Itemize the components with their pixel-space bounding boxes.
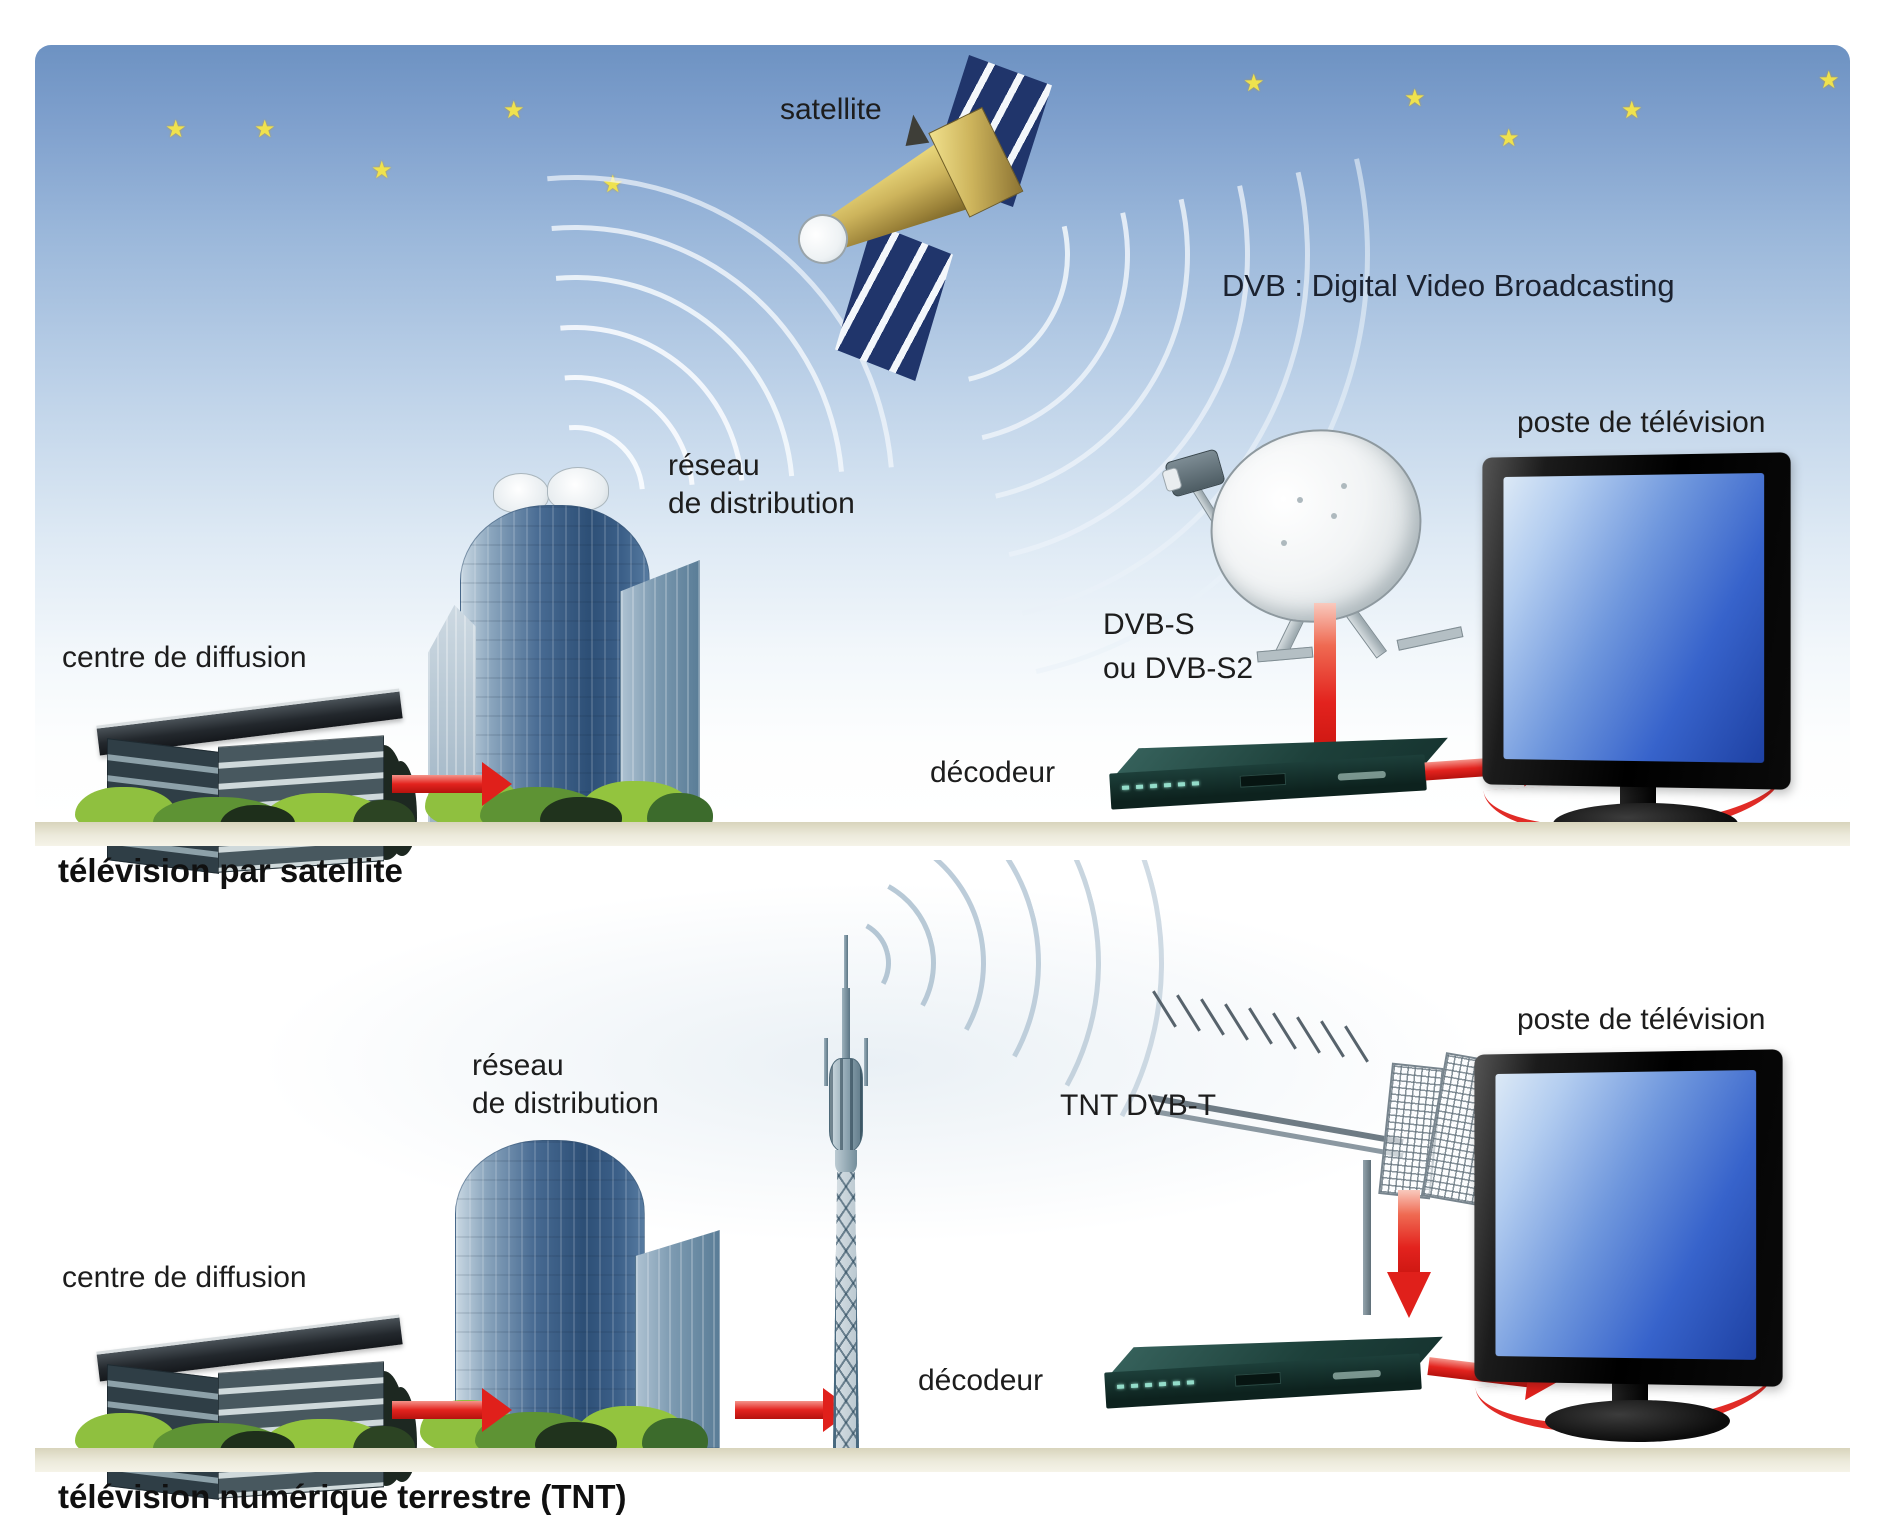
antenna-standard-label: TNT DVB-T xyxy=(1060,1089,1217,1122)
ground-strip xyxy=(35,1448,1850,1472)
tv-screen xyxy=(1495,1069,1757,1360)
arrow-center-to-network-icon xyxy=(392,762,512,806)
broadcast-center-label: centre de diffusion xyxy=(62,1261,307,1294)
ground-strip xyxy=(35,822,1850,846)
tv-screen xyxy=(1503,472,1765,763)
star-icon: ★ xyxy=(1243,70,1265,97)
network-label-line1: réseau xyxy=(472,1049,564,1082)
star-icon: ★ xyxy=(1818,67,1840,94)
arrow-center-to-network-icon xyxy=(392,1388,512,1432)
satellite-label: satellite xyxy=(780,93,882,126)
broadcast-center-label: centre de diffusion xyxy=(62,641,307,674)
terrestrial-panel: réseau de distribution centre de diffusi… xyxy=(35,860,1850,1536)
satellite-panel: ★ ★ ★ ★ ★ ★ ★ ★ ★ ★ xyxy=(35,45,1850,905)
decoder-label: décodeur xyxy=(918,1364,1044,1397)
star-icon: ★ xyxy=(371,157,393,184)
star-icon: ★ xyxy=(165,116,187,143)
dish-standard-line2: ou DVB-S2 xyxy=(1103,652,1254,685)
star-icon: ★ xyxy=(1404,85,1426,112)
decoder-box xyxy=(1104,1336,1445,1412)
star-icon: ★ xyxy=(1498,125,1520,152)
star-icon: ★ xyxy=(602,171,624,198)
decoder-box xyxy=(1109,737,1450,813)
rooftop-dish-icon xyxy=(547,467,609,511)
dish-standard-line1: DVB-S xyxy=(1103,608,1195,641)
tv-label: poste de télévision xyxy=(1517,406,1766,439)
tv-label: poste de télévision xyxy=(1517,1003,1766,1036)
network-label-line2: de distribution xyxy=(668,487,855,520)
star-icon: ★ xyxy=(503,97,525,124)
network-label-line2: de distribution xyxy=(472,1087,659,1120)
tv-set xyxy=(1470,1049,1800,1462)
arrow-antenna-to-decoder-icon xyxy=(1387,1190,1431,1318)
terrestrial-panel-caption: télévision numérique terrestre (TNT) xyxy=(58,1478,627,1515)
star-icon: ★ xyxy=(1621,97,1643,124)
tv-set xyxy=(1478,452,1808,865)
network-label-line1: réseau xyxy=(668,449,760,482)
decoder-label: décodeur xyxy=(930,756,1056,789)
star-icon: ★ xyxy=(254,116,276,143)
dvb-heading: DVB : Digital Video Broadcasting xyxy=(1222,268,1675,303)
